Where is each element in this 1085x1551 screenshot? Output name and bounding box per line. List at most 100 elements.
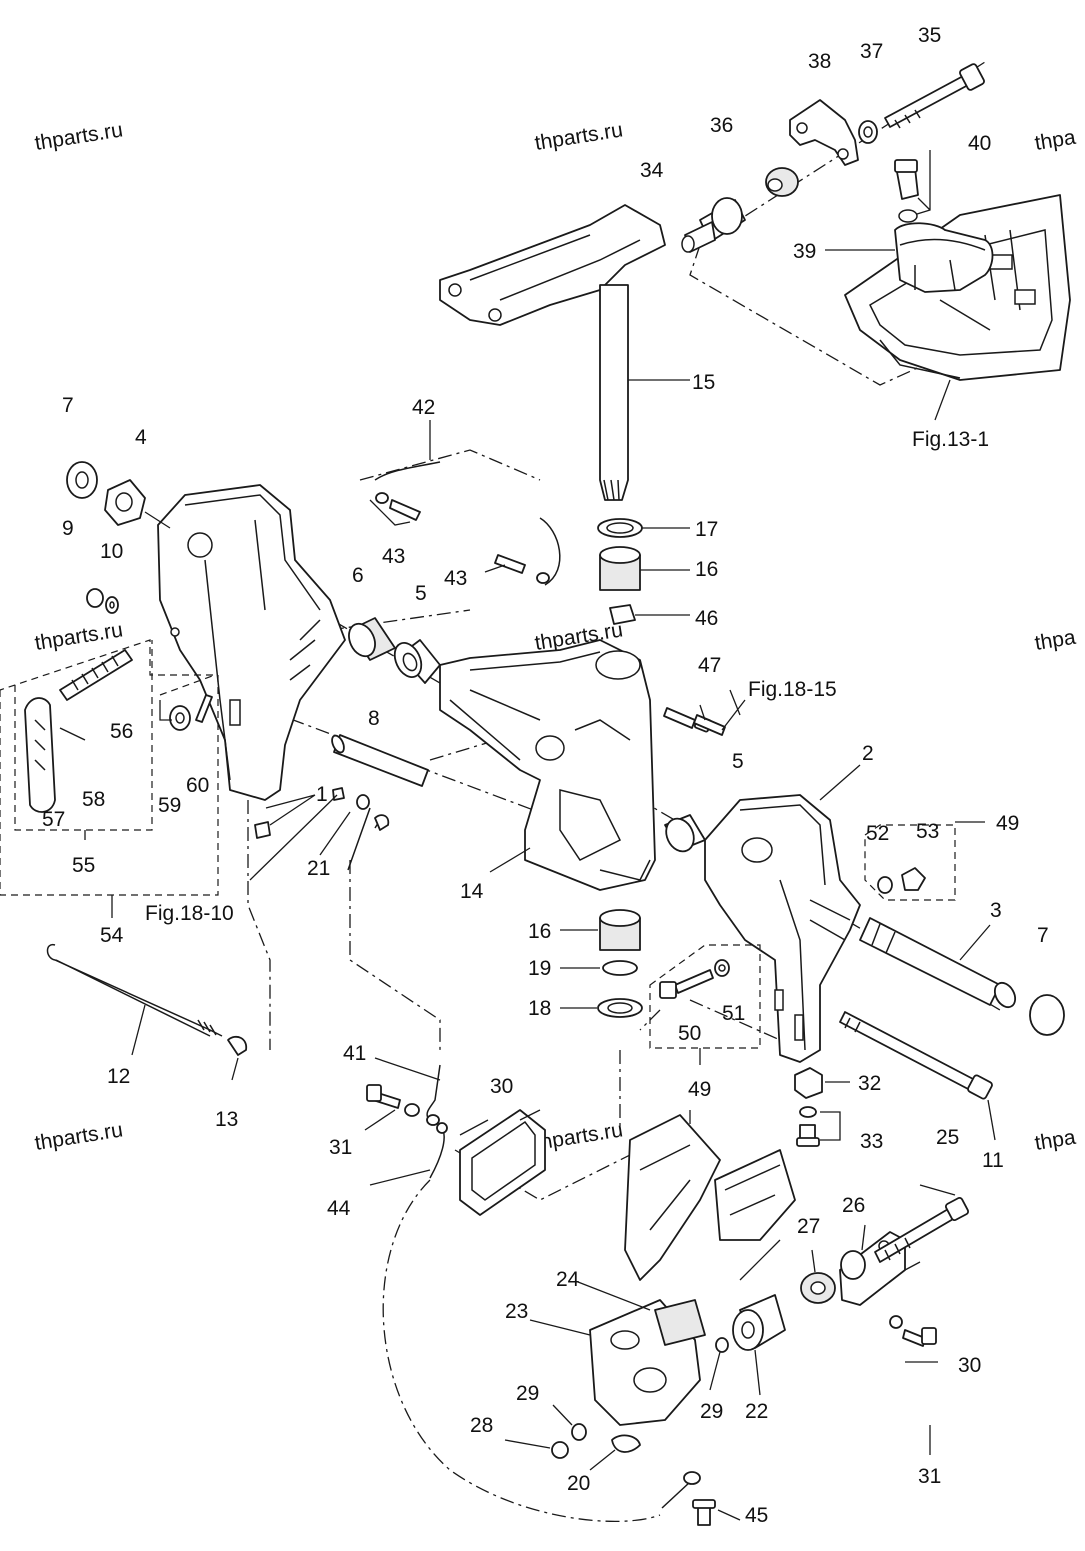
callout-number: 41	[343, 1042, 366, 1065]
watermark: thparts.ru	[33, 618, 124, 655]
callout-number: 38	[808, 50, 831, 73]
parts-group-54	[0, 639, 219, 918]
callout-number: 58	[82, 788, 105, 811]
watermark: thparts.ru	[33, 118, 124, 155]
figure-reference-label: Fig.13-1	[912, 428, 989, 451]
callout-number: 28	[470, 1414, 493, 1437]
callout-number: 19	[528, 957, 551, 980]
figure-reference-label: Fig.18-10	[145, 902, 234, 925]
callout-number: 7	[1037, 924, 1049, 947]
callout-number: 49	[996, 812, 1019, 835]
callout-number: 23	[505, 1300, 528, 1323]
callout-number: 15	[692, 371, 715, 394]
callout-number: 29	[516, 1382, 539, 1405]
parts-group-49-upper	[864, 821, 985, 901]
watermark: thpa	[1033, 626, 1077, 655]
callout-number: 29	[700, 1400, 723, 1423]
callout-number: 51	[722, 1002, 745, 1025]
steering-arm-and-shaft	[439, 204, 690, 501]
callout-number: 25	[936, 1126, 959, 1149]
callout-number: 5	[732, 750, 744, 773]
callout-number: 30	[490, 1075, 513, 1098]
callout-number: 35	[918, 24, 941, 47]
parts-group-49-lower	[649, 944, 761, 1065]
upper-mount-parts	[825, 150, 994, 293]
callout-number: 44	[327, 1197, 351, 1220]
callout-number: 12	[107, 1065, 130, 1088]
clamp-bracket-right	[704, 764, 861, 1063]
callout-number: 43	[382, 545, 405, 568]
callout-number: 26	[842, 1194, 865, 1217]
callout-number: 56	[110, 720, 133, 743]
callout-number: 21	[307, 857, 330, 880]
callout-number: 9	[62, 517, 74, 540]
callout-number: 22	[745, 1400, 768, 1423]
callout-number: 33	[860, 1130, 883, 1153]
callout-number: 39	[793, 240, 816, 263]
callout-number: 59	[158, 794, 181, 817]
callout-number: 16	[528, 920, 551, 943]
callout-number: 7	[62, 394, 74, 417]
callout-number: 24	[556, 1268, 580, 1291]
clamp-bracket-left	[157, 484, 346, 839]
callout-number: 16	[695, 558, 718, 581]
callout-number: 1	[316, 783, 328, 806]
callout-number: 31	[918, 1465, 941, 1488]
callout-number: 52	[866, 822, 889, 845]
wire-clip-and-bolts	[369, 420, 561, 586]
callout-number: 8	[368, 707, 380, 730]
lower-mount-assembly	[504, 1114, 970, 1471]
bolts-47	[663, 689, 741, 736]
callout-number: 53	[916, 820, 939, 843]
callout-number: 10	[100, 540, 123, 563]
callout-number: 43	[444, 567, 467, 590]
long-bolt-11	[839, 1011, 996, 1141]
callout-number: 36	[710, 114, 733, 137]
callout-number: 54	[100, 924, 124, 947]
callout-number: 55	[72, 854, 95, 877]
callout-number: 50	[678, 1022, 701, 1045]
tilt-pivot-bushings	[331, 617, 706, 853]
callout-number: 34	[640, 159, 664, 182]
callout-number: 31	[329, 1136, 352, 1159]
small-nut-washer	[86, 588, 119, 614]
callout-number: 4	[135, 426, 147, 449]
callout-number: 11	[982, 1149, 1004, 1172]
callout-number: 46	[695, 607, 718, 630]
watermark: thparts.ru	[533, 118, 624, 155]
callout-number: 32	[858, 1072, 881, 1095]
callout-number: 60	[186, 774, 209, 797]
upper-mount-bolt-assembly	[681, 63, 985, 253]
watermark: thparts.ru	[33, 1118, 124, 1155]
rod-and-small-fasteners	[46, 787, 390, 1081]
watermark: thparts.ru	[533, 1118, 624, 1155]
swivel-bracket	[439, 639, 656, 891]
watermark: thpa	[1033, 126, 1077, 155]
callout-number: 42	[412, 396, 435, 419]
callout-number: 18	[528, 997, 551, 1020]
callout-number: 20	[567, 1472, 590, 1495]
callout-number: 3	[990, 899, 1002, 922]
callout-number: 47	[698, 654, 721, 677]
shaft-bushings-lower	[560, 909, 643, 1018]
anodes-and-ground-wires	[364, 1057, 938, 1526]
shaft-bushings-upper	[597, 518, 690, 625]
callout-number: 5	[415, 582, 427, 605]
callout-number: 49	[688, 1078, 711, 1101]
callout-number: 13	[215, 1108, 238, 1131]
callout-labels: 35 38 37 36 34 40 39 15 42 7 4 9 10 43 4…	[42, 24, 1049, 1527]
callout-number: 17	[695, 518, 718, 541]
watermark: thpa	[1033, 1126, 1077, 1155]
figure-reference-label: Fig.18-15	[748, 678, 837, 701]
callout-number: 6	[352, 564, 364, 587]
callout-number: 30	[958, 1354, 981, 1377]
tilt-tube-and-nuts	[66, 461, 1065, 1036]
callout-number: 37	[860, 40, 883, 63]
callout-number: 2	[862, 742, 874, 765]
callout-number: 40	[968, 132, 991, 155]
nut-and-bolt-32-33	[794, 1067, 850, 1147]
callout-number: 57	[42, 808, 65, 831]
callout-number: 14	[460, 880, 484, 903]
callout-number: 27	[797, 1215, 820, 1238]
